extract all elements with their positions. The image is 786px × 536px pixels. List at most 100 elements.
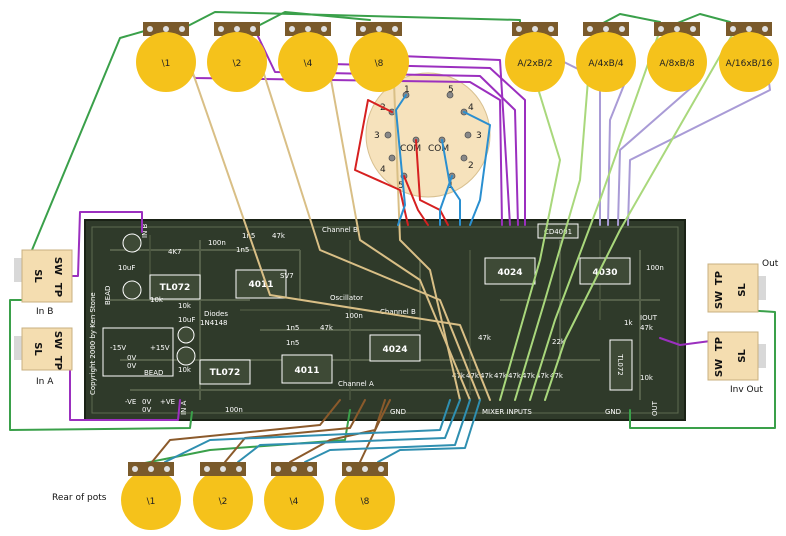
svg-text:100n: 100n bbox=[646, 264, 664, 272]
jack-in-a: SL SW TP In A bbox=[14, 327, 73, 387]
svg-text:BEAD: BEAD bbox=[144, 369, 163, 377]
svg-text:IN B: IN B bbox=[141, 223, 149, 238]
jack-inv-out: TP SW SL Inv Out bbox=[707, 331, 766, 395]
chip-4024-2: 4024 bbox=[369, 334, 421, 362]
svg-text:SW: SW bbox=[52, 331, 63, 349]
svg-text:BEAD: BEAD bbox=[104, 286, 112, 305]
svg-text:10uF: 10uF bbox=[178, 316, 195, 324]
svg-text:Copyright 2000 by Ken Stone: Copyright 2000 by Ken Stone bbox=[89, 292, 97, 395]
svg-text:1N4148: 1N4148 bbox=[200, 319, 228, 327]
wire-tan-2 bbox=[249, 29, 481, 401]
svg-text:47k: 47k bbox=[640, 324, 654, 332]
chip-tl072-1: TL072 bbox=[149, 274, 201, 300]
wire-teal-1 bbox=[164, 399, 451, 463]
svg-text:47k: 47k bbox=[508, 372, 522, 380]
svg-text:A/16xB/16: A/16xB/16 bbox=[726, 59, 773, 69]
svg-text:1n5: 1n5 bbox=[286, 324, 299, 332]
power-area bbox=[102, 327, 174, 377]
rotary-switch: 1 2 3 4 5 5 4 3 2 1 COM COM bbox=[365, 72, 491, 198]
svg-text:4: 4 bbox=[468, 103, 474, 113]
svg-text:SL: SL bbox=[737, 349, 748, 363]
svg-text:SV7: SV7 bbox=[280, 272, 294, 280]
wire-lightgreen-1 bbox=[499, 29, 561, 401]
wire-blue-3 bbox=[439, 175, 453, 226]
svg-text:47k: 47k bbox=[550, 372, 564, 380]
pot-top-5: A/2xB/2 bbox=[505, 22, 565, 92]
svg-text:SL: SL bbox=[32, 342, 43, 356]
wire-tan-3 bbox=[321, 29, 471, 401]
svg-text:10uF: 10uF bbox=[118, 264, 135, 272]
svg-text:Channel A: Channel A bbox=[338, 380, 374, 388]
svg-text:SL: SL bbox=[737, 283, 748, 297]
svg-text:COM: COM bbox=[400, 144, 421, 154]
pot-top-2: \2 bbox=[207, 22, 267, 92]
svg-text:CD4001: CD4001 bbox=[544, 228, 572, 236]
wire-green-out bbox=[629, 309, 776, 429]
svg-text:1k: 1k bbox=[624, 319, 633, 327]
wire-lightgreen-4 bbox=[544, 29, 736, 401]
svg-text:\4: \4 bbox=[304, 59, 313, 69]
electrolytic-cap-4 bbox=[177, 326, 195, 344]
wire-red-2 bbox=[415, 139, 449, 226]
svg-text:\2: \2 bbox=[233, 59, 242, 69]
top-pots: \1 \2 \4 \8 A/2xB/2 bbox=[136, 22, 779, 92]
svg-text:0V: 0V bbox=[127, 362, 136, 370]
chip-4024-1: 4024 bbox=[484, 257, 536, 285]
pot-top-1: \1 bbox=[136, 22, 196, 92]
svg-text:3: 3 bbox=[374, 131, 380, 141]
wire-blue-2 bbox=[441, 139, 461, 226]
svg-text:47k: 47k bbox=[466, 372, 480, 380]
svg-text:1n5: 1n5 bbox=[236, 246, 249, 254]
svg-text:Channel B: Channel B bbox=[322, 226, 358, 234]
wire-teal-3 bbox=[304, 399, 471, 463]
svg-text:4024: 4024 bbox=[382, 345, 407, 355]
svg-text:Oscillator: Oscillator bbox=[330, 294, 363, 302]
svg-text:A/8xB/8: A/8xB/8 bbox=[659, 59, 694, 69]
wire-teal-2 bbox=[237, 399, 461, 463]
wire-purple-out bbox=[659, 337, 719, 346]
pot-bottom-1: \1 bbox=[121, 462, 181, 530]
wire-purple-2 bbox=[254, 29, 519, 226]
pot-bottom-3: \4 bbox=[264, 462, 324, 530]
pot-top-4: \8 bbox=[349, 22, 409, 92]
svg-text:10k: 10k bbox=[178, 302, 192, 310]
rear-of-pots-caption: Rear of pots bbox=[52, 493, 107, 503]
electrolytic-cap-3 bbox=[176, 346, 196, 366]
chip-4011-2: 4011 bbox=[281, 354, 333, 384]
svg-text:SL: SL bbox=[32, 269, 43, 283]
svg-text:47k: 47k bbox=[536, 372, 550, 380]
svg-text:In A: In A bbox=[36, 377, 54, 387]
wire-brown-3 bbox=[289, 399, 386, 463]
svg-text:TP: TP bbox=[714, 337, 725, 351]
svg-text:\8: \8 bbox=[375, 59, 384, 69]
svg-text:4030: 4030 bbox=[592, 268, 617, 278]
svg-text:2: 2 bbox=[468, 161, 474, 171]
wire-blue-4 bbox=[395, 94, 407, 226]
pot-top-8: A/16xB/16 bbox=[719, 22, 779, 92]
svg-text:Inv Out: Inv Out bbox=[730, 385, 763, 395]
wire-red-3 bbox=[403, 175, 429, 226]
svg-text:100n: 100n bbox=[225, 406, 243, 414]
pot-top-3: \4 bbox=[278, 22, 338, 92]
svg-text:10k: 10k bbox=[640, 374, 654, 382]
electrolytic-cap-2 bbox=[122, 280, 142, 300]
svg-text:OUT: OUT bbox=[651, 400, 659, 416]
jack-in-b: SL SW TP In B bbox=[14, 249, 73, 317]
svg-text:-15V: -15V bbox=[110, 344, 126, 352]
electrolytic-cap-1 bbox=[122, 233, 142, 253]
jack-out: TP SW SL Out bbox=[707, 259, 779, 313]
svg-text:IOUT: IOUT bbox=[640, 314, 658, 322]
svg-text:A/2xB/2: A/2xB/2 bbox=[517, 59, 552, 69]
wire-lightgreen-3 bbox=[529, 29, 661, 401]
svg-text:TP: TP bbox=[714, 271, 725, 285]
svg-text:TP: TP bbox=[52, 356, 63, 370]
svg-text:TL072: TL072 bbox=[616, 353, 624, 376]
svg-text:TL072: TL072 bbox=[160, 283, 191, 293]
wire-tan-4 bbox=[391, 29, 461, 401]
svg-text:0V: 0V bbox=[142, 398, 151, 406]
svg-text:100n: 100n bbox=[208, 239, 226, 247]
svg-text:\1: \1 bbox=[162, 59, 171, 69]
pot-top-7: A/8xB/8 bbox=[647, 22, 707, 92]
svg-text:IN A: IN A bbox=[180, 400, 188, 415]
